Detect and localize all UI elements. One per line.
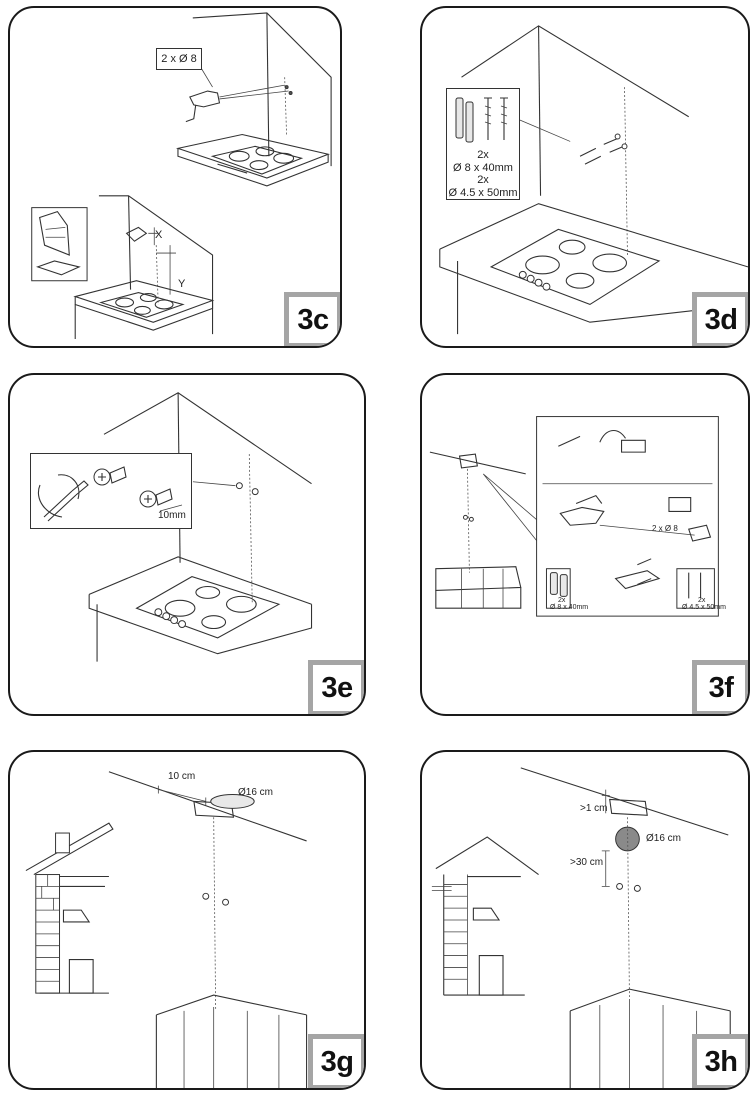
- bracket-gap-label: >30 cm: [570, 857, 604, 868]
- screw-size-label: Ø 4.5 x 50mm: [682, 604, 726, 611]
- panel-3h: >1 cm Ø16 cm >30 cm 3h: [420, 750, 750, 1090]
- illustration-3h: [431, 767, 731, 1088]
- duct-diameter-label: Ø16 cm: [646, 833, 682, 844]
- plug-count: 2x: [477, 149, 489, 161]
- panel-3d: 2x Ø 8 x 40mm 2x Ø 4.5 x 50mm 3d: [420, 6, 750, 348]
- fixings-icon: [455, 97, 508, 143]
- x-dimension-label: X: [155, 229, 163, 241]
- step-badge-3f: 3f: [692, 660, 748, 714]
- screw-size: Ø 4.5 x 50mm: [448, 186, 518, 199]
- panel-3c: 2 x Ø 8 X Y 3c: [8, 6, 342, 348]
- step-badge-3g: 3g: [308, 1034, 364, 1088]
- panel-3e: 10mm 3e: [8, 373, 366, 716]
- illustration-3c: [31, 12, 332, 340]
- ceiling-offset-label: 10 cm: [168, 771, 196, 782]
- step-badge-3e: 3e: [308, 660, 364, 714]
- screw-count-label: 2x: [698, 597, 706, 604]
- panel-3g: 10 cm Ø16 cm 3g: [8, 750, 366, 1090]
- drill-callout: 2 x Ø 8: [156, 48, 202, 70]
- duct-diameter-label: Ø16 cm: [238, 787, 274, 798]
- screw-gap-label: 10mm: [158, 510, 186, 521]
- illustration-3d: [439, 25, 748, 335]
- y-dimension-label: Y: [178, 278, 186, 290]
- step-badge-3c: 3c: [284, 292, 340, 346]
- panel-3f: 2 x Ø 8 2x Ø 8 x 40mm 2x Ø 4.5 x 50mm 3f: [420, 373, 750, 716]
- illustration-3e: [88, 392, 313, 662]
- plug-size-label: Ø 8 x 40mm: [550, 604, 589, 611]
- screwdriver-icon: [38, 466, 183, 522]
- step-badge-3h: 3h: [692, 1034, 748, 1088]
- illustration-3f: [429, 416, 719, 617]
- plug-count-label: 2x: [558, 597, 566, 604]
- plug-size: Ø 8 x 40mm: [453, 161, 513, 174]
- step-badge-3d: 3d: [692, 292, 748, 346]
- drill-diameter-label: 2 x Ø 8: [652, 524, 678, 533]
- ceiling-gap-label: >1 cm: [580, 803, 608, 814]
- illustration-3g: [25, 771, 308, 1088]
- screw-count: 2x: [477, 174, 489, 187]
